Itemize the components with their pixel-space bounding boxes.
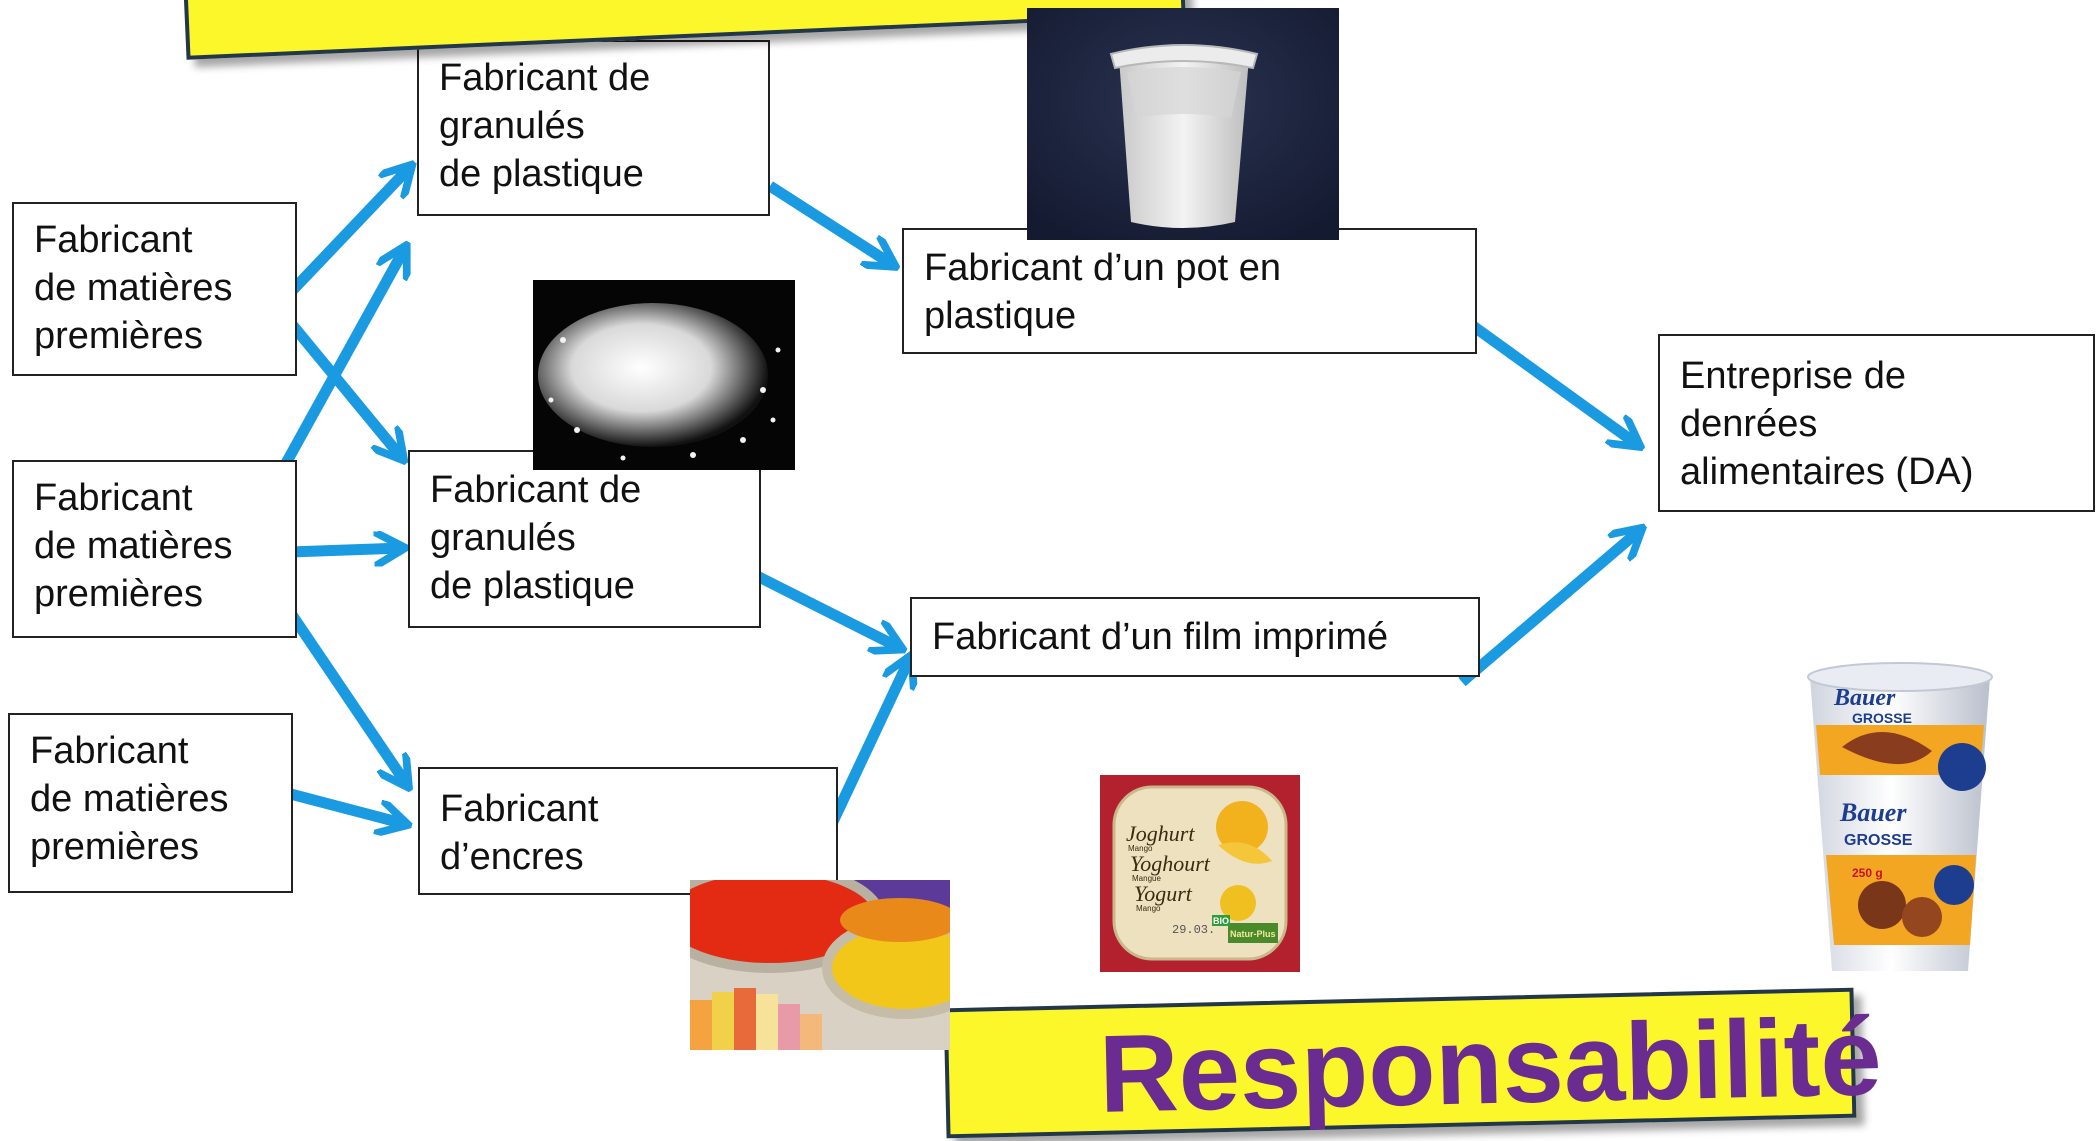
arrow-granules2-film <box>752 570 900 648</box>
cup-brand-top: Bauer <box>1833 685 1896 711</box>
yogurt-lid-photo: Joghurt Mango Yoghourt Mangue Yogurt Man… <box>1100 775 1300 972</box>
arrow-pot-food <box>1458 313 1638 445</box>
plastic-granules-box-2: Fabricant de granulés de plastique <box>408 450 761 628</box>
cup-product-mid: GROSSE <box>1844 832 1913 849</box>
raw-materials-box-2: Fabricant de matières premières <box>12 460 297 638</box>
lid-text-yoghourt: Yoghourt <box>1130 851 1211 876</box>
flow-arrows <box>280 0 2098 848</box>
plastic-granules-box-1: Fabricant de granulés de plastique <box>417 40 770 216</box>
responsibility-title: Responsabilité <box>1097 995 1883 1136</box>
arrow-raw1-granules1 <box>286 167 410 297</box>
arrow-raw2-granules1 <box>280 248 405 468</box>
lid-text-yogurt: Yogurt <box>1134 881 1193 906</box>
cup-brand-mid: Bauer <box>1839 798 1907 827</box>
lid-date: 29.03. <box>1172 923 1215 937</box>
lid-text-joghurt-sub: Mango <box>1128 844 1153 853</box>
raw-materials-box-1: Fabricant de matières premières <box>12 202 297 376</box>
lid-text-joghurt: Joghurt <box>1126 821 1195 846</box>
plastic-cup-photo <box>1027 8 1339 240</box>
ink-manufacturer-box: Fabricant d’encres <box>418 767 838 895</box>
ink-pots-photo <box>690 880 950 1050</box>
arrow-raw2-granules2 <box>289 548 402 552</box>
bottom-banner: Responsabilité <box>943 987 1883 1139</box>
lid-bio: BIO <box>1213 916 1229 926</box>
arrow-granules1-pot <box>767 181 893 265</box>
printed-film-box: Fabricant d’un film imprimé <box>910 597 1480 677</box>
cup-product-top: GROSSE <box>1852 710 1912 726</box>
yogurt-cup-photo: Bauer GROSSE Bauer GROSSE 250 g <box>1782 655 2018 985</box>
plastic-granules-photo <box>533 280 795 470</box>
raw-materials-box-3: Fabricant de matières premières <box>8 713 293 893</box>
cup-weight: 250 g <box>1852 866 1883 880</box>
lid-text-yoghourt-sub: Mangue <box>1132 874 1161 883</box>
lid-brand: Natur-Plus <box>1230 929 1276 939</box>
plastic-pot-box: Fabricant d’un pot en plastique <box>902 228 1477 354</box>
arrow-raw3-inks <box>281 786 405 824</box>
arrow-film-food <box>1458 530 1640 687</box>
arrow-raw1-granules2 <box>285 318 402 458</box>
food-company-box: Entreprise de denrées alimentaires (DA) <box>1658 334 2095 512</box>
arrow-raw2-inks <box>285 608 407 785</box>
lid-text-yogurt-sub: Mango <box>1136 904 1161 913</box>
